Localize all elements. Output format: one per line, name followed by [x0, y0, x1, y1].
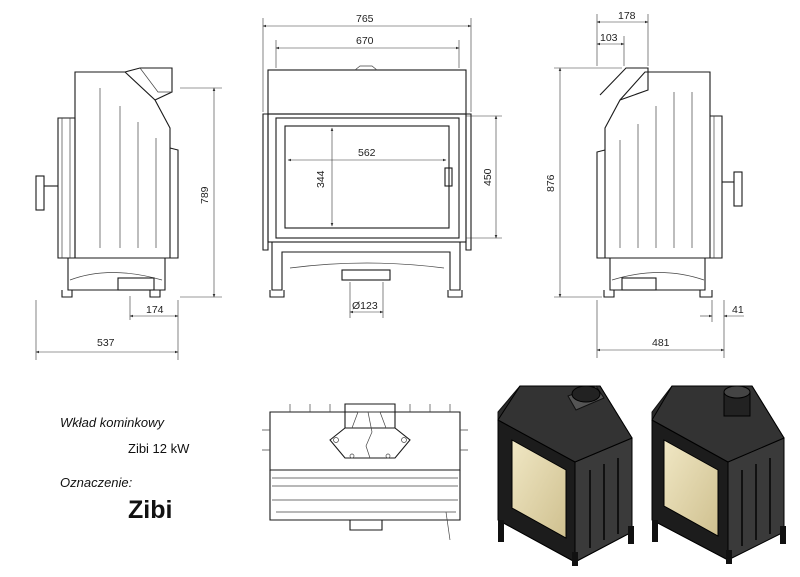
dim-front-flue-diameter: Ø123 — [352, 300, 378, 312]
dim-side-left-height: 789 — [199, 186, 211, 204]
dim-front-total-width: 765 — [356, 13, 374, 25]
dim-side-right-flue-inner: 103 — [600, 32, 618, 44]
right-side-dimensions: 178 103 876 481 41 — [545, 10, 744, 358]
top-view — [262, 403, 468, 541]
dim-front-door-height: 450 — [482, 168, 494, 186]
fireplace-render-1 — [497, 385, 634, 566]
left-side-view — [35, 67, 179, 298]
caption-designation-label: Oznaczenie: — [60, 475, 133, 490]
caption-designation: Zibi — [128, 496, 173, 524]
dim-front-glass-width: 562 — [358, 147, 376, 159]
dim-front-glass-height: 344 — [315, 170, 327, 188]
dim-side-left-offset: 174 — [146, 304, 164, 316]
front-view — [262, 65, 472, 298]
left-side-dimensions: 537 174 789 — [35, 87, 222, 360]
dim-side-right-height: 876 — [545, 174, 557, 192]
dim-side-right-depth: 481 — [652, 337, 670, 349]
caption-title: Wkład kominkowy — [60, 415, 165, 430]
right-side-view — [596, 67, 743, 298]
front-dimensions: 765 670 562 344 450 Ø123 — [262, 13, 502, 318]
fireplace-render-2 — [651, 385, 786, 564]
caption-model: Zibi 12 kW — [128, 441, 190, 456]
dim-side-right-foot: 41 — [732, 304, 744, 316]
dim-side-right-flue-offset: 178 — [618, 10, 636, 22]
dim-front-top-width: 670 — [356, 35, 374, 47]
dim-side-left-depth: 537 — [97, 337, 115, 349]
